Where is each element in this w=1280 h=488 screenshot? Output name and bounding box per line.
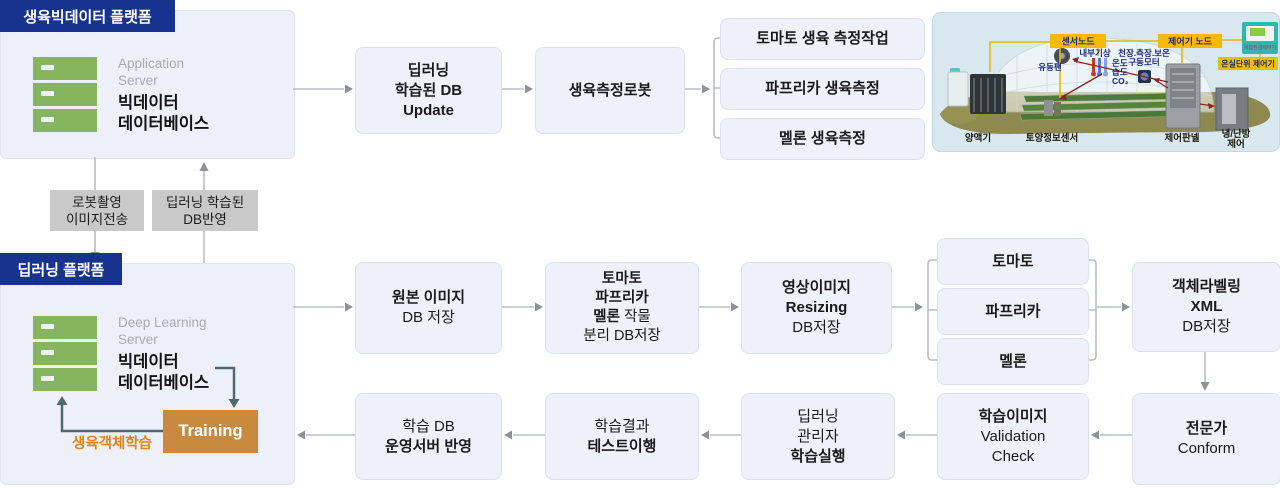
soil-sensor-label: 토양정보센서 <box>1026 132 1078 144</box>
growth-object-learning-label: 생육객체학습 <box>71 436 153 452</box>
svg-text:센서노드: 센서노드 <box>1061 36 1095 47</box>
greenhouse-photo: 복합환경제어기 센서노드 제어기 노드 온실단위 제어기 내부기상 천장.측장.… <box>932 12 1280 152</box>
indoor-weather-label: 내부기상 <box>1079 48 1110 58</box>
temp-label: 온도 <box>1112 58 1128 68</box>
box-melon-measure: 멜론 생육측정 <box>720 118 925 160</box>
training-box: Training <box>163 410 258 453</box>
motor-label-line1: 천장.측장.보온 <box>1118 48 1170 58</box>
box-melon: 멜론 <box>937 338 1089 385</box>
humidity-label: 습도 <box>1112 67 1128 77</box>
hvac-label-line2: 제어 <box>1227 138 1244 150</box>
box-growth-robot: 생육측정로봇 <box>535 47 685 134</box>
hvac-unit <box>1215 87 1249 131</box>
connector-db-reflect: 딥러닝 학습된 DB반영 <box>152 190 258 231</box>
svg-text:제어기 노드: 제어기 노드 <box>1168 36 1213 47</box>
co2-label: CO₂ <box>1112 76 1129 86</box>
sensor-wires <box>989 39 1261 98</box>
nutrient-label: 양액기 <box>965 132 991 144</box>
box-paprika-measure: 파프리카 생육측정 <box>720 68 925 110</box>
hvac-label-line1: 냉/난방 <box>1222 128 1251 140</box>
motor-label-line2: 구동모터 <box>1128 57 1159 67</box>
sensor-node-label: 센서노드 <box>1050 34 1106 48</box>
platform-deep-learning-badge: 딥러닝 플랫폼 <box>0 253 122 285</box>
bigdata-database-label: 빅데이터 데이터베이스 <box>118 94 210 133</box>
application-server-label: Application Server <box>118 56 185 88</box>
control-panel <box>1165 63 1201 129</box>
svg-text:온실단위 제어기: 온실단위 제어기 <box>1221 59 1275 69</box>
unit-controller-device: 복합환경제어기 <box>1242 22 1278 54</box>
unit-controller-label: 온실단위 제어기 <box>1218 57 1278 70</box>
nutrient-machine <box>947 68 1006 114</box>
connector-robot-capture: 로봇촬영 이미지전송 <box>50 190 144 231</box>
controller-node-label: 제어기 노드 <box>1158 34 1222 48</box>
device-label: 복합환경제어기 <box>1244 44 1276 51</box>
server-icon <box>33 316 97 391</box>
control-arrows <box>1059 57 1215 109</box>
bigdata-database-label: 빅데이터 데이터베이스 <box>118 353 210 392</box>
soil-sensor <box>1044 100 1061 116</box>
fan-label: 유동팬 <box>1038 62 1062 72</box>
platform-growth-bigdata-badge: 생육빅데이터 플랫폼 <box>0 0 175 32</box>
box-paprika: 파프리카 <box>937 288 1089 335</box>
deep-learning-server-label: Deep Learning Server <box>118 315 207 347</box>
box-tomato-measure-task: 토마토 생육 측정작업 <box>720 18 925 60</box>
box-tomato: 토마토 <box>937 238 1089 285</box>
control-panel-label: 제어판넬 <box>1165 132 1200 144</box>
server-icon <box>33 57 97 132</box>
